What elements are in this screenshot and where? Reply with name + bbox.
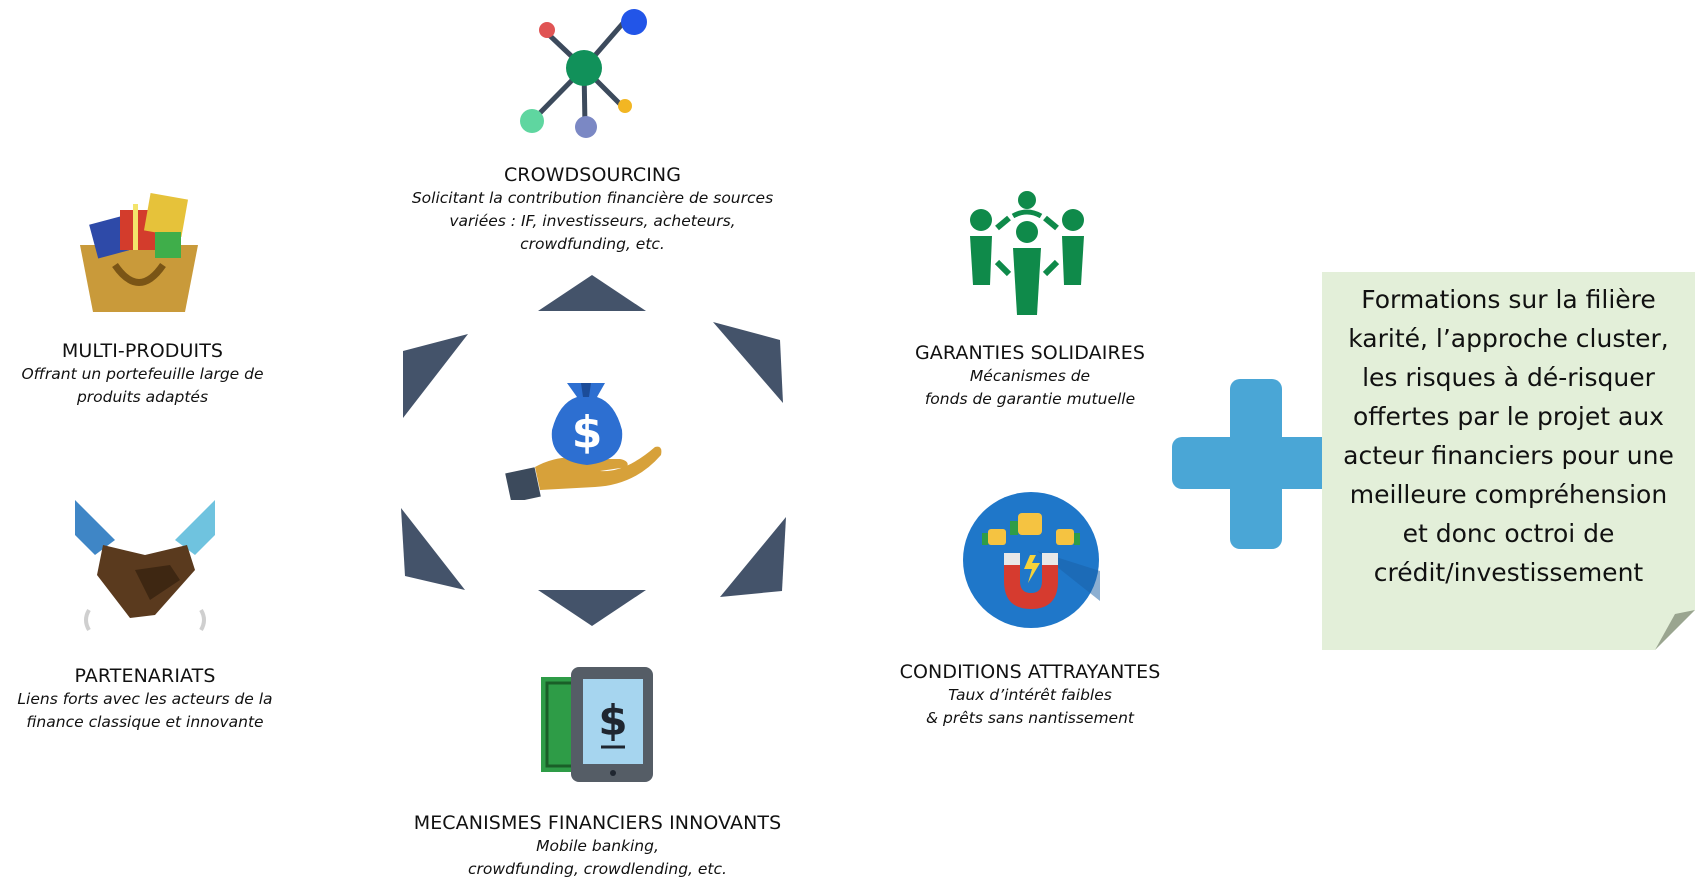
arrow-top-left — [403, 334, 468, 418]
partenariats-description: Liens forts avec les acteurs de la finan… — [17, 690, 273, 731]
gift-boxes-basket-icon — [80, 192, 198, 312]
group-people-icon — [970, 191, 1084, 315]
magnet-thumbs-up-icon — [963, 492, 1100, 628]
crowdsourcing-description: Solicitant la contribution financière de… — [411, 189, 774, 253]
garanties-title: GARANTIES SOLIDAIRES — [914, 342, 1146, 364]
arrow-top — [538, 275, 646, 311]
plus-icon — [1172, 379, 1342, 549]
mecanismes-block: MECANISMES FINANCIERS INNOVANTS Mobile b… — [370, 811, 825, 881]
training-note-text: Formations sur la filière karité, l’appr… — [1343, 285, 1674, 587]
network-icon — [520, 9, 647, 138]
multi-produits-block: MULTI-PRODUITS Offrant un portefeuille l… — [0, 339, 285, 409]
arrow-top-right — [713, 322, 783, 403]
mecanismes-title: MECANISMES FINANCIERS INNOVANTS — [413, 812, 782, 834]
money-bag-hand-icon: $ — [505, 383, 662, 500]
garanties-description: Mécanismes de fonds de garantie mutuelle — [924, 367, 1136, 408]
svg-text:$: $ — [598, 696, 627, 745]
partenariats-title: PARTENARIATS — [74, 665, 216, 687]
handshake-icon — [75, 500, 215, 632]
partenariats-block: PARTENARIATS Liens forts avec les acteur… — [0, 664, 290, 734]
conditions-description: Taux d’intérêt faibles & prêts sans nant… — [926, 686, 1134, 727]
conditions-block: CONDITIONS ATTRAYANTES Taux d’intérêt fa… — [865, 660, 1195, 730]
arrow-bottom — [538, 590, 646, 626]
crowdsourcing-block: CROWDSOURCING Solicitant la contribution… — [360, 163, 825, 256]
mobile-money-icon: $ — [541, 667, 653, 782]
mecanismes-description: Mobile banking, crowdfunding, crowdlendi… — [468, 837, 727, 878]
arrow-right — [720, 517, 786, 597]
note-curl — [1655, 610, 1695, 650]
crowdsourcing-title: CROWDSOURCING — [503, 164, 682, 186]
multi-produits-title: MULTI-PRODUITS — [61, 340, 224, 362]
multi-produits-description: Offrant un portefeuille large de produit… — [21, 365, 264, 406]
training-note: Formations sur la filière karité, l’appr… — [1322, 272, 1695, 650]
garanties-block: GARANTIES SOLIDAIRES Mécanismes de fonds… — [870, 341, 1190, 411]
arrow-bottom-left — [401, 508, 465, 590]
svg-text:$: $ — [572, 407, 603, 458]
conditions-title: CONDITIONS ATTRAYANTES — [899, 661, 1161, 683]
